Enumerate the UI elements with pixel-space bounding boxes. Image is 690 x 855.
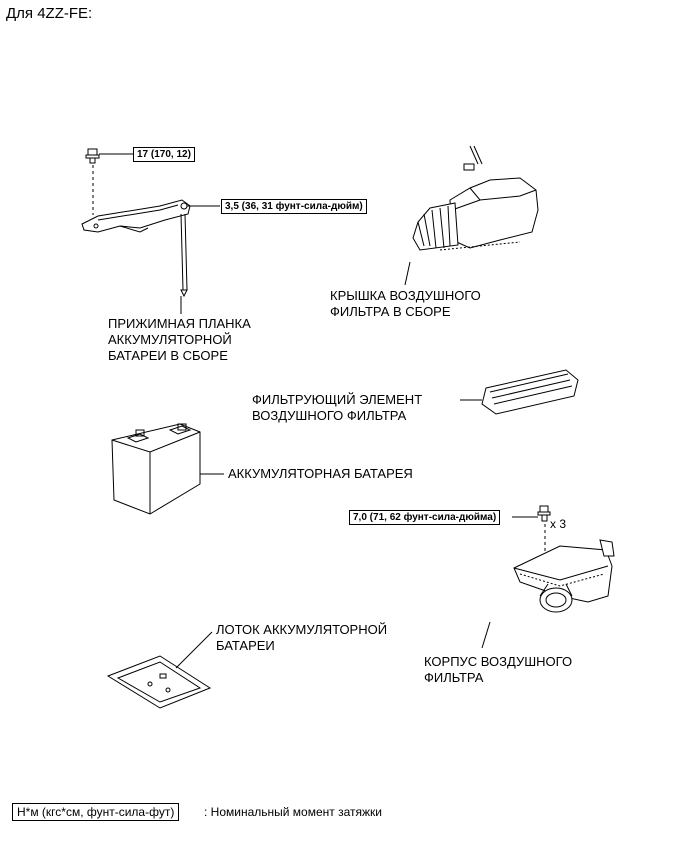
label-battery-tray: ЛОТОК АККУМУЛЯТОРНОЙ БАТАРЕИ bbox=[216, 622, 388, 653]
air-cleaner-cap-illustration bbox=[404, 145, 539, 286]
label-air-cleaner-case: КОРПУС ВОЗДУШНОГО ФИЛЬТРА bbox=[424, 654, 573, 685]
label-battery: АККУМУЛЯТОРНАЯ БАТАРЕЯ bbox=[228, 466, 413, 481]
case-bolts-quantity: x 3 bbox=[550, 517, 567, 531]
page-title: Для 4ZZ-FE: bbox=[6, 5, 93, 22]
clamp-nut-torque: 3,5 (36, 31 фунт-сила-дюйм) bbox=[221, 199, 367, 214]
clamp-bolt-illustration bbox=[85, 148, 133, 215]
label-battery-clamp: ПРИЖИМНАЯ ПЛАНКА АККУМУЛЯТОРНОЙ БАТАРЕИ … bbox=[108, 316, 251, 363]
legend-description: : Номинальный момент затяжки bbox=[204, 805, 382, 819]
battery-illustration bbox=[111, 423, 224, 515]
air-cleaner-case-illustration bbox=[481, 539, 615, 649]
case-bolt-illustration bbox=[512, 505, 551, 556]
case-bolts-torque: 7,0 (71, 62 фунт-сила-дюйма) bbox=[349, 510, 501, 525]
battery-tray-illustration bbox=[106, 631, 213, 709]
air-filter-element-illustration bbox=[460, 369, 579, 415]
battery-clamp-illustration bbox=[81, 199, 220, 314]
clamp-bolt-torque: 17 (170, 12) bbox=[133, 147, 195, 162]
legend-torque-units: Н*м (кгс*см, фунт-сила-фут) bbox=[12, 803, 180, 821]
label-air-filter-element: ФИЛЬТРУЮЩИЙ ЭЛЕМЕНТ ВОЗДУШНОГО ФИЛЬТРА bbox=[252, 392, 423, 423]
label-air-cleaner-cap: КРЫШКА ВОЗДУШНОГО ФИЛЬТРА В СБОРЕ bbox=[330, 288, 481, 319]
